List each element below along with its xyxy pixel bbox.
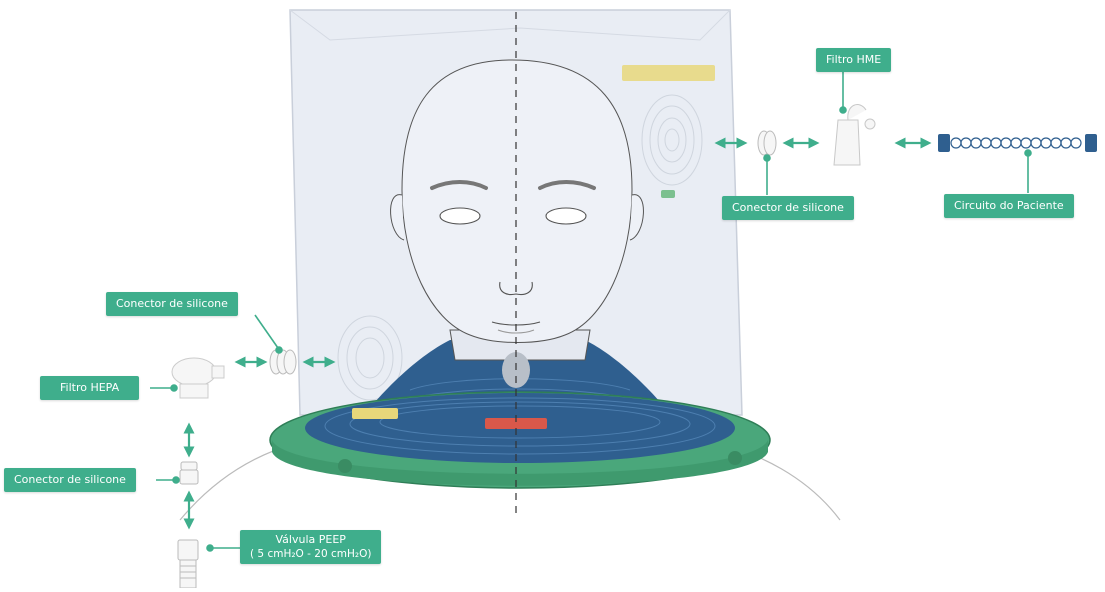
label-valvula-peep: Válvula PEEP ( 5 cmH₂O - 20 cmH₂O) xyxy=(240,530,381,564)
hood-yellow-tag xyxy=(622,65,715,81)
label-conector-silicone-left-bottom: Conector de silicone xyxy=(4,468,136,492)
connector-left-top xyxy=(270,350,296,374)
label-filtro-hepa: Filtro HEPA xyxy=(40,376,139,400)
label-conector-silicone-top: Conector de silicone xyxy=(722,196,854,220)
label-circuito-paciente: Circuito do Paciente xyxy=(944,194,1074,218)
label-filtro-hme: Filtro HME xyxy=(816,48,891,72)
hme-filter xyxy=(834,105,875,165)
hood-green-tag xyxy=(661,190,675,198)
peep-valve xyxy=(178,540,198,588)
connector-top xyxy=(758,131,776,155)
hepa-filter xyxy=(172,358,224,398)
label-conector-silicone-left-top: Conector de silicone xyxy=(106,292,238,316)
valvula-peep-title: Válvula PEEP xyxy=(276,533,346,546)
collar-yellow-tag xyxy=(352,408,398,419)
patient-circuit xyxy=(938,134,1097,152)
connector-left-bottom xyxy=(180,462,198,484)
valvula-peep-range: ( 5 cmH₂O - 20 cmH₂O) xyxy=(250,547,371,561)
